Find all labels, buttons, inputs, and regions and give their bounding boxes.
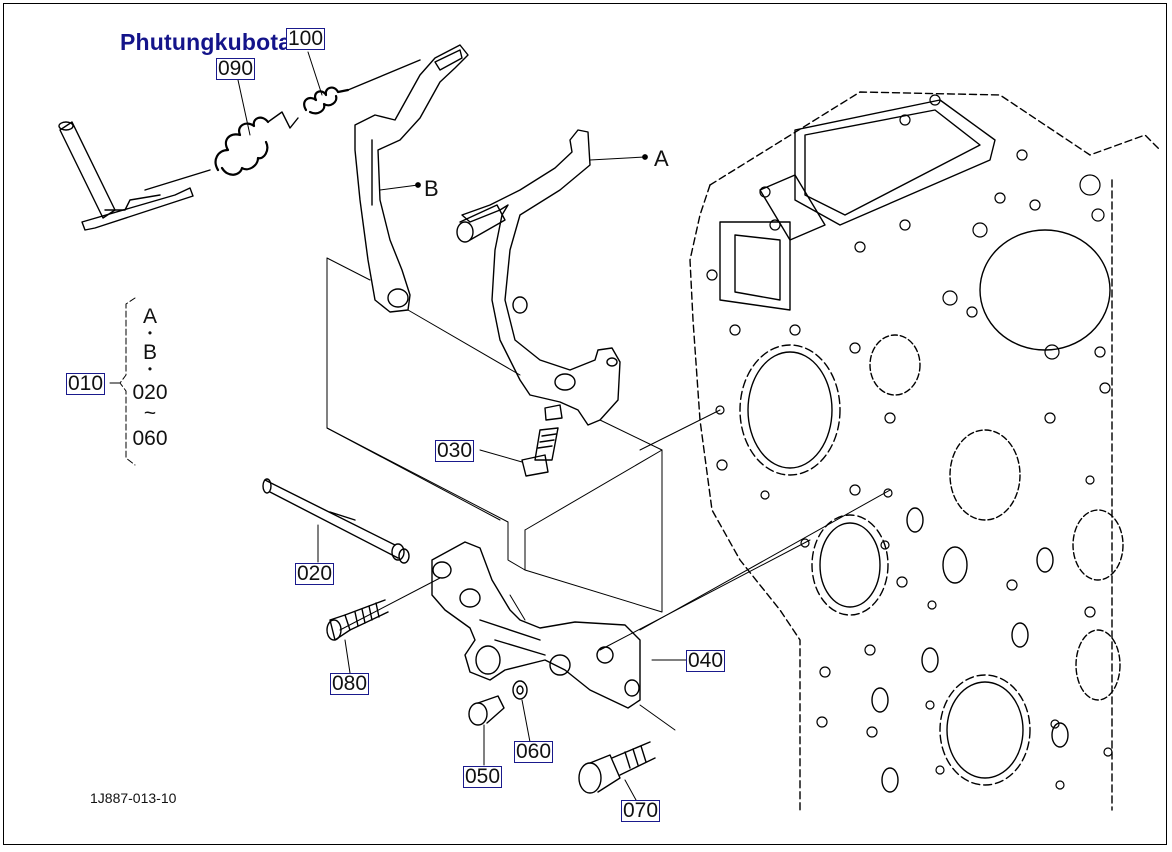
label-a: A — [654, 146, 669, 171]
callout-070[interactable]: 070 — [621, 799, 661, 822]
assembly-line-a: A — [142, 305, 157, 328]
lever-b — [354, 44, 469, 313]
engine-holes — [706, 94, 1113, 790]
assembly-line-060: 060 — [132, 427, 168, 450]
figure-code: 1J887-013-10 — [90, 790, 177, 806]
label-b: B — [424, 176, 439, 201]
assembly-line-020: 020 — [132, 381, 168, 404]
assembly-dot-2: • — [147, 362, 153, 376]
callout-040[interactable]: 040 — [686, 649, 726, 672]
bolt-070 — [578, 741, 656, 794]
shaft-020 — [262, 478, 410, 564]
callout-060[interactable]: 060 — [514, 740, 554, 763]
helper-lines — [326, 257, 891, 731]
callout-030[interactable]: 030 — [435, 439, 475, 462]
assembly-tilde: ~ — [143, 402, 157, 425]
assembly-dot-1: • — [147, 326, 153, 340]
bracket-040 — [431, 541, 641, 709]
callout-080[interactable]: 080 — [330, 672, 370, 695]
pin-bracket — [58, 121, 194, 231]
callout-050[interactable]: 050 — [463, 765, 503, 788]
assembly-brace — [109, 297, 136, 466]
engine-block — [689, 91, 1161, 811]
leader-lines — [237, 51, 687, 801]
bolt-080 — [326, 599, 389, 641]
callout-020[interactable]: 020 — [295, 562, 335, 585]
bolt-030 — [521, 404, 563, 477]
callout-010[interactable]: 010 — [66, 372, 106, 395]
fork-a — [456, 129, 621, 426]
spring-090 — [144, 111, 299, 191]
callout-090[interactable]: 090 — [216, 57, 256, 80]
spring-100 — [303, 59, 421, 115]
assembly-line-b: B — [142, 341, 157, 364]
callout-100[interactable]: 100 — [286, 27, 326, 50]
washer-060 — [512, 680, 528, 700]
bolt-050 — [468, 695, 505, 726]
drawing-frame — [3, 3, 1167, 845]
